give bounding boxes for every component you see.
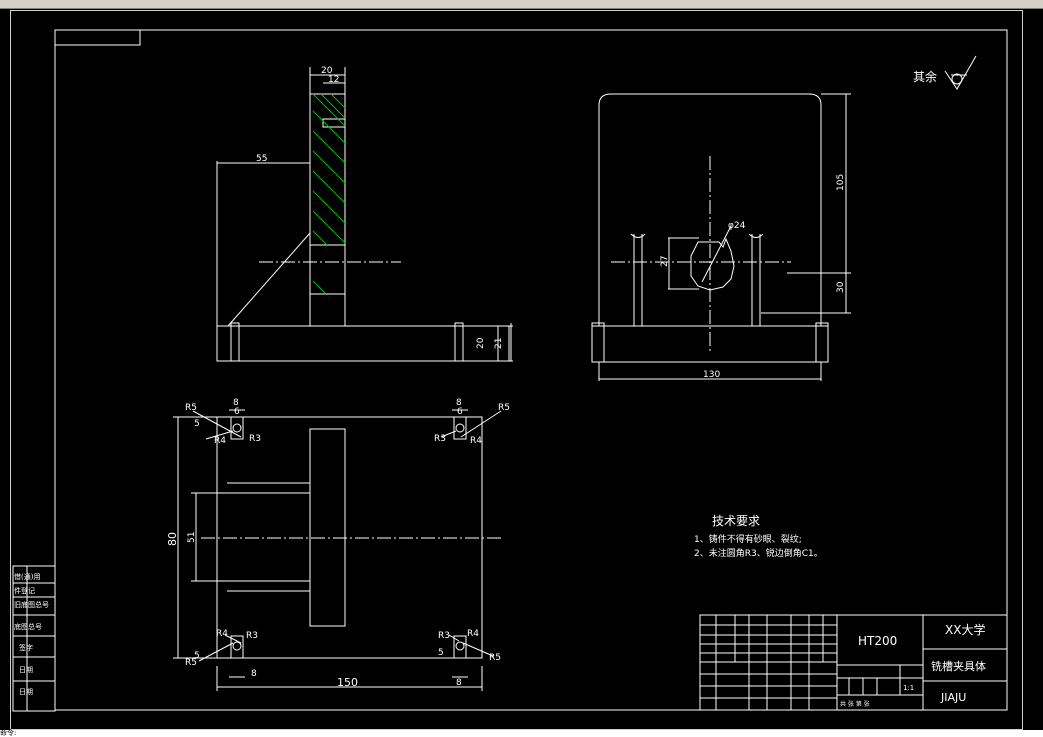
title-block xyxy=(699,614,1008,711)
s6-top-right: 6 xyxy=(457,407,463,417)
side-label-4: 签字 xyxy=(19,643,33,652)
r4-top-left: R4 xyxy=(214,436,226,446)
r5-bottom-right: R5 xyxy=(489,653,501,663)
top-view xyxy=(173,409,502,691)
side-label-1: 件登记 xyxy=(14,586,35,595)
side-dim-text: 105 φ24 27 30 130 xyxy=(660,174,846,380)
r4-bottom-right: R4 xyxy=(467,629,479,639)
s5-bottom-right: 5 xyxy=(438,648,444,658)
side-label-6: 日期 xyxy=(19,688,33,696)
side-label-3: 底图总号 xyxy=(14,622,42,631)
r3-top-left: R3 xyxy=(249,434,261,444)
title-block-text: HT200 XX大学 铣槽夹具体 JIAJU 1:1 共 张 第 张 xyxy=(840,622,986,708)
r3-bottom-left: R3 xyxy=(246,631,258,641)
r5-top-left: R5 xyxy=(185,403,197,413)
tech-req-item-2: 2、未注圆角R3、锐边倒角C1。 xyxy=(694,547,823,559)
s5-top-left: 5 xyxy=(194,419,200,429)
dim-20: 20 xyxy=(321,66,333,76)
dim-21: 21 xyxy=(494,338,504,349)
side-label-2: 旧底图总号 xyxy=(14,600,49,609)
side-label-0: 借(通)用 xyxy=(14,572,40,581)
s8-bottom-left: 8 xyxy=(251,669,257,679)
r4-top-right: R4 xyxy=(470,436,482,446)
side-label-strip xyxy=(12,565,56,712)
front-hatch xyxy=(312,93,346,295)
s8-top-right: 8 xyxy=(456,398,462,408)
r4-bottom-left: R4 xyxy=(216,629,228,639)
side-label-5: 日期 xyxy=(19,666,33,674)
dim-105: 105 xyxy=(836,174,846,191)
drawing-canvas[interactable]: 20 12 55 20 21 105 φ24 27 30 130 xyxy=(10,10,1023,730)
sheet-frame xyxy=(54,29,1008,711)
toolbar xyxy=(0,0,1043,9)
dim-27: 27 xyxy=(660,256,670,267)
front-view xyxy=(216,67,513,362)
scale: 1:1 xyxy=(903,684,914,692)
side-view xyxy=(591,93,851,381)
drawing-code: JIAJU xyxy=(940,691,966,704)
sheet-info: 共 张 第 张 xyxy=(840,700,870,708)
dim-51: 51 xyxy=(187,532,197,543)
s8-top-left: 8 xyxy=(233,398,239,408)
dim-80: 80 xyxy=(166,532,179,546)
material: HT200 xyxy=(858,634,897,648)
side-centerlines xyxy=(611,156,791,351)
tech-req-item-1: 1、铸件不得有砂眼、裂纹; xyxy=(694,533,802,545)
r5-bottom-left: R5 xyxy=(185,658,197,668)
s5-bottom-left: 5 xyxy=(194,651,200,661)
s6-top-left: 6 xyxy=(234,407,240,417)
dim-20-height: 20 xyxy=(476,337,486,349)
roughness-note: 其余 xyxy=(913,55,977,90)
command-line[interactable]: 命令: xyxy=(0,730,1043,737)
dim-12: 12 xyxy=(328,75,339,85)
tech-req-title: 技术要求 xyxy=(712,514,760,528)
school-name: XX大学 xyxy=(945,622,985,637)
r3-bottom-right: R3 xyxy=(438,631,450,641)
side-label-text: 借(通)用 件登记 旧底图总号 底图总号 签字 日期 日期 xyxy=(14,572,49,696)
roughness-icon xyxy=(944,55,977,90)
r3-top-right: R3 xyxy=(434,434,446,444)
roughness-text: 其余 xyxy=(913,69,937,84)
s8-bottom-right: 8 xyxy=(456,678,462,688)
tech-requirements: 技术要求 1、铸件不得有砂眼、裂纹; 2、未注圆角R3、锐边倒角C1。 xyxy=(694,514,823,559)
front-dim-text: 20 12 55 20 21 xyxy=(256,66,504,349)
cad-drawing: 20 12 55 20 21 105 φ24 27 30 130 xyxy=(12,29,1008,712)
dim-dia24: φ24 xyxy=(728,221,746,231)
dim-150: 150 xyxy=(337,676,358,689)
dim-55: 55 xyxy=(256,154,267,164)
r5-top-right: R5 xyxy=(498,403,510,413)
drawing-name: 铣槽夹具体 xyxy=(931,659,986,673)
dim-130: 130 xyxy=(703,370,720,380)
dim-30: 30 xyxy=(836,281,846,293)
top-dim-text: 150 80 51 R5 R4 R3 8 6 5 R5 R4 R3 8 6 R4… xyxy=(166,398,510,689)
